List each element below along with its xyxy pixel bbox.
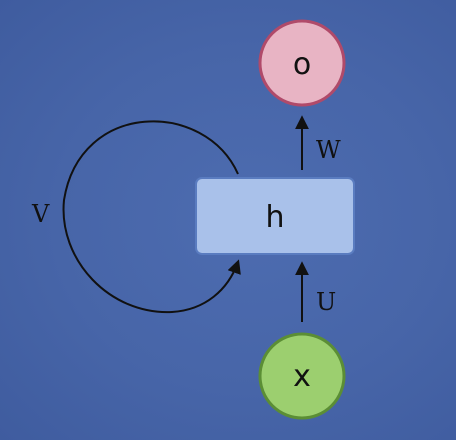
recurrent-loop-arrow [62, 120, 241, 314]
output-node-circle [258, 19, 346, 107]
hidden-node: h [195, 177, 355, 255]
input-node-circle [258, 332, 346, 420]
output-node-label: o [293, 47, 311, 82]
output-node: o [258, 19, 346, 107]
hidden-node-box [195, 177, 355, 255]
hidden-node-label: h [265, 200, 284, 235]
weight-w-label: W [316, 136, 341, 164]
weight-v-label: V [31, 200, 50, 228]
weight-u-label: U [316, 288, 336, 316]
input-node: x [258, 332, 346, 420]
input-node-label: x [293, 359, 311, 394]
